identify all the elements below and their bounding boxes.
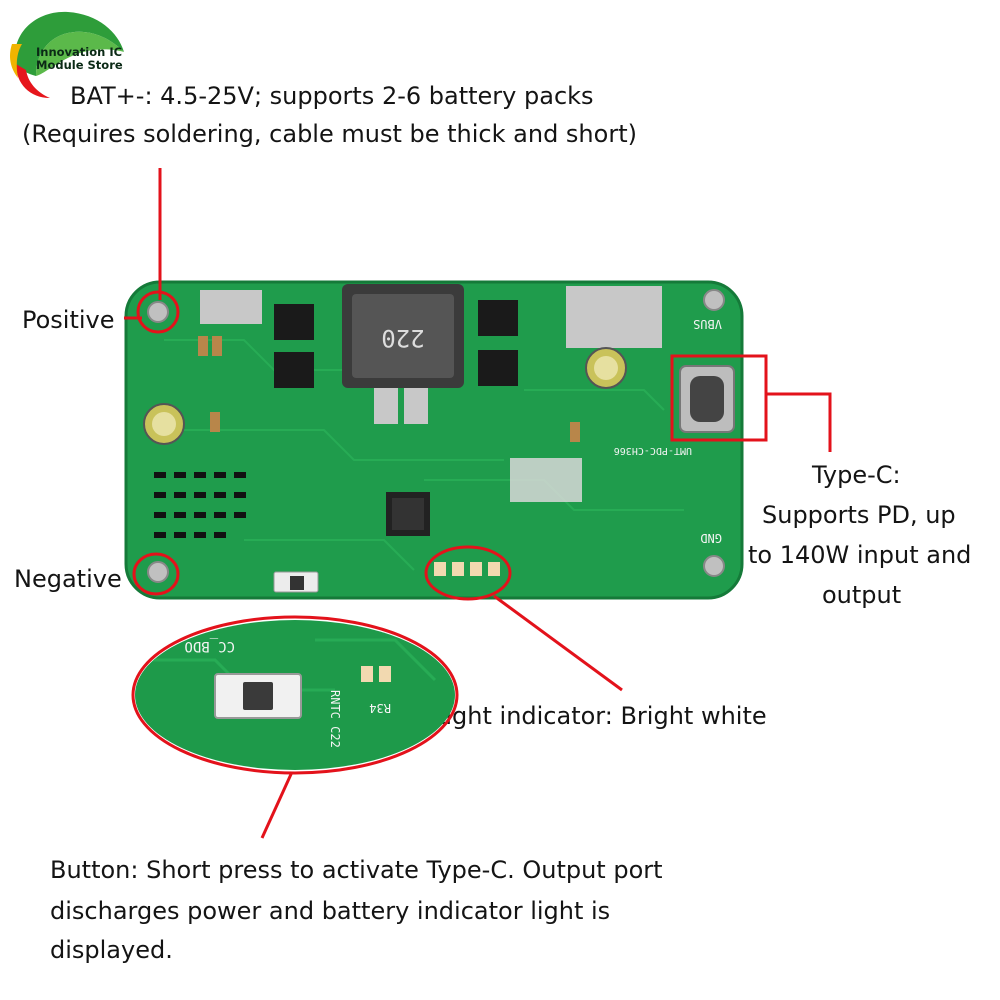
svg-text:CC_BDO: CC_BDO (184, 638, 235, 654)
light-indicator-label: Light indicator: Bright white (432, 702, 767, 730)
logo-line-1: Innovation IC (36, 45, 123, 59)
svg-text:R34: R34 (369, 701, 391, 715)
svg-text:RNTC C22: RNTC C22 (328, 690, 342, 748)
svg-text:GND: GND (700, 531, 722, 545)
bat-soldering-note: (Requires soldering, cable must be thick… (22, 120, 637, 148)
negative-terminal (147, 561, 169, 583)
copper-pad (200, 290, 262, 324)
brand-logo: Innovation IC Module Store (6, 4, 130, 100)
bat-voltage-label: BAT+-: 4.5-25V; supports 2-6 battery pac… (70, 82, 594, 110)
negative-label: Negative (14, 565, 122, 593)
positive-terminal (147, 301, 169, 323)
positive-label: Positive (22, 306, 115, 334)
button-zoom-view: CC_BDO RNTC C22 R34 (135, 620, 455, 770)
button-desc-3: displayed. (50, 936, 173, 964)
svg-text:VBUS: VBUS (693, 317, 722, 331)
button-desc-2: discharges power and battery indicator l… (50, 897, 611, 925)
pcb-board: 220 (124, 280, 744, 600)
typec-desc-3: output (822, 581, 902, 609)
button-desc-1: Button: Short press to activate Type-C. … (50, 856, 663, 884)
typec-desc-1: Supports PD, up (762, 501, 956, 529)
logo-line-2: Module Store (36, 58, 123, 72)
logo-leaf-icon (10, 11, 125, 98)
svg-text:220: 220 (381, 324, 424, 352)
typec-desc-2: to 140W input and (748, 541, 972, 569)
typec-title: Type-C: (812, 461, 901, 489)
svg-text:UMT-PDC-CH366: UMT-PDC-CH366 (614, 445, 692, 456)
